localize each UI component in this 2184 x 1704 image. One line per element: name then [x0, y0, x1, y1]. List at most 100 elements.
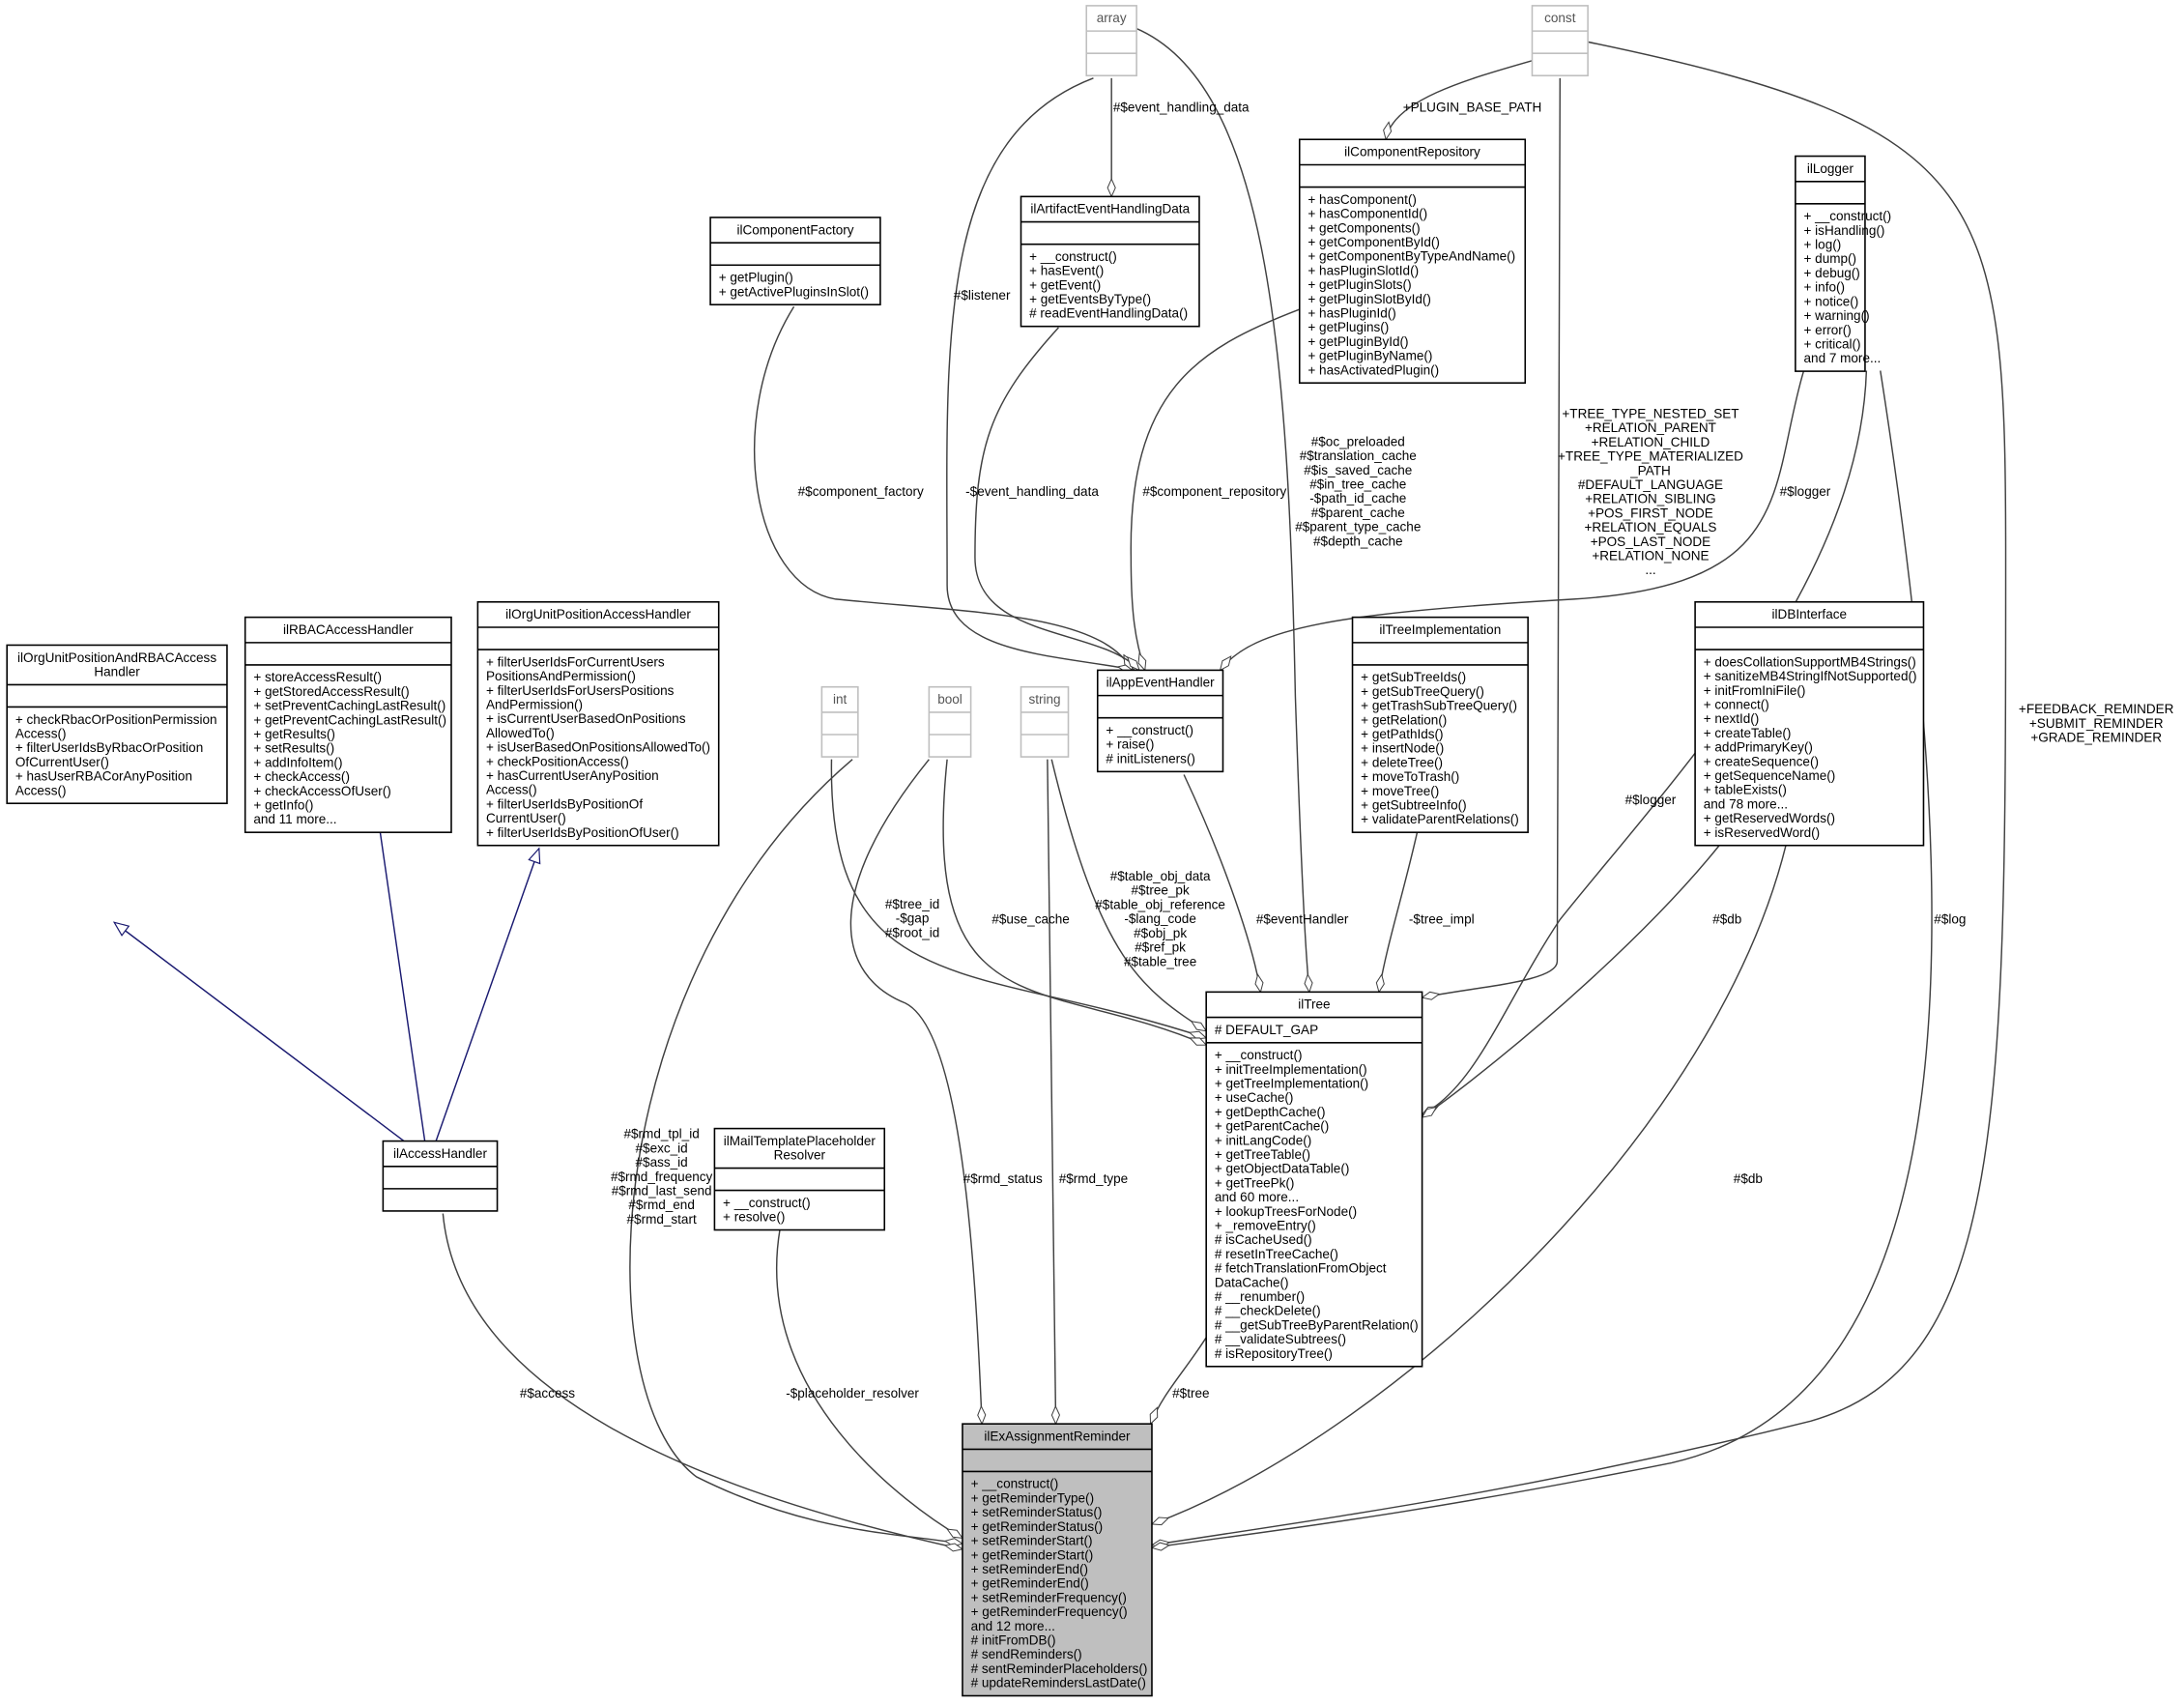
class-method: + setReminderStatus()	[971, 1505, 1103, 1519]
edge-label: +RELATION_EQUALS	[1584, 520, 1716, 534]
class-node-array[interactable]: array	[1085, 5, 1137, 77]
class-box	[1351, 616, 1529, 833]
edge-label: +TREE_TYPE_NESTED_SET	[1562, 407, 1739, 421]
class-node-ilartifacteventhandlingdata[interactable]: ilArtifactEventHandlingData+ __construct…	[1020, 195, 1200, 328]
edge-label: #$logger	[1625, 793, 1677, 807]
class-box	[713, 1127, 886, 1231]
class-node-ilappeventhandler[interactable]: ilAppEventHandler+ __construct()+ raise(…	[1096, 669, 1224, 773]
edge-label: +RELATION_NONE	[1592, 549, 1709, 563]
edges-layer	[114, 27, 2007, 1549]
edge-label: #$in_tree_cache	[1309, 477, 1406, 491]
usage-edge-ilmailtemplateplaceholderresolver-ilexassignmentreminder	[776, 1228, 963, 1538]
class-method: + insertNode()	[1361, 741, 1444, 756]
usage-edge-ilcomponentrepository-ilappeventhandler	[1130, 308, 1301, 670]
edge-label: #$component_repository	[1142, 484, 1286, 499]
class-method: + setReminderFrequency()	[971, 1590, 1127, 1604]
class-method: and 7 more...	[1804, 351, 1882, 365]
class-method: + getPluginSlotById()	[1308, 292, 1431, 306]
class-method: + getPlugin()	[719, 271, 793, 285]
class-method: + getEventsByType()	[1029, 292, 1151, 306]
class-method: + filterUserIdsForUsersPositions	[486, 683, 675, 698]
class-method: OfCurrentUser()	[15, 755, 109, 769]
class-node-ildbinterface[interactable]: ilDBInterface+ doesCollationSupportMB4St…	[1694, 600, 1925, 847]
class-node-illogger[interactable]: ilLogger+ __construct()+ isHandling()+ l…	[1795, 155, 1891, 372]
class-node-ilexassignmentreminder[interactable]: ilExAssignmentReminder+ __construct()+ g…	[962, 1423, 1153, 1697]
usage-edge-int-ilexassignmentreminder	[629, 759, 963, 1544]
class-box	[928, 685, 972, 758]
class-method: + getReminderType()	[971, 1490, 1094, 1505]
class-method: + dump()	[1804, 251, 1857, 266]
class-method: + __construct()	[1215, 1048, 1303, 1062]
usage-edge-bool-iltree	[942, 759, 1206, 1046]
class-method: and 12 more...	[971, 1619, 1055, 1633]
class-method: and 78 more...	[1704, 796, 1788, 811]
class-name: ilTree	[1298, 997, 1330, 1012]
class-method: # initFromDB()	[971, 1632, 1056, 1647]
class-name: ilComponentFactory	[736, 222, 853, 237]
class-node-bool[interactable]: bool	[928, 685, 972, 758]
class-method: + getStoredAccessResult()	[253, 684, 409, 699]
class-method: + getPreventCachingLastResult()	[253, 712, 446, 727]
class-method: + getTreePk()	[1215, 1175, 1295, 1190]
class-box	[1085, 5, 1137, 77]
edge-label: -$placeholder_resolver	[786, 1386, 919, 1401]
class-method: + deleteTree()	[1361, 755, 1443, 769]
edge-label: #$log	[1934, 912, 1966, 927]
edge-label: #$is_saved_cache	[1304, 463, 1412, 477]
class-method: + hasComponent()	[1308, 192, 1416, 207]
class-name: array	[1097, 11, 1127, 25]
edge-label: #$logger	[1780, 484, 1831, 499]
class-node-iltreeimplementation[interactable]: ilTreeImplementation+ getSubTreeIds()+ g…	[1351, 616, 1529, 833]
class-node-int[interactable]: int	[820, 685, 859, 758]
class-node-ilorgunitpositionaccesshandler[interactable]: ilOrgUnitPositionAccessHandler+ filterUs…	[476, 600, 720, 847]
class-box	[1020, 195, 1200, 328]
edge-label: #$table_obj_data	[1110, 869, 1211, 883]
class-method: + __construct()	[1029, 249, 1117, 264]
class-method: + warning()	[1804, 308, 1870, 323]
class-method: + getObjectDataTable()	[1215, 1162, 1350, 1176]
class-method: + getReservedWords()	[1704, 811, 1835, 825]
class-attribute: # DEFAULT_GAP	[1215, 1023, 1318, 1037]
edge-label: -$tree_impl	[1409, 912, 1475, 927]
class-method: + getEvent()	[1029, 277, 1101, 292]
class-node-ilaccesshandler[interactable]: ilAccessHandler	[382, 1140, 499, 1212]
class-name: Resolver	[774, 1148, 826, 1163]
class-method: # resetInTreeCache()	[1215, 1247, 1338, 1261]
class-node-const[interactable]: const	[1531, 5, 1589, 77]
usage-edge-ildbinterface-ilexassignmentreminder	[1152, 806, 1796, 1524]
class-method: + resolve()	[723, 1210, 785, 1225]
usage-edge-const-ilexassignmentreminder	[1152, 41, 2007, 1545]
class-method: + notice()	[1804, 294, 1859, 308]
class-node-ilcomponentfactory[interactable]: ilComponentFactory+ getPlugin()+ getActi…	[709, 217, 881, 305]
class-node-ilrbacaccesshandler[interactable]: ilRBACAccessHandler+ storeAccessResult()…	[244, 616, 452, 833]
edge-label: #$parent_cache	[1311, 505, 1405, 520]
class-method: + filterUserIdsForCurrentUsers	[486, 654, 665, 669]
class-box	[244, 616, 452, 833]
class-name: bool	[937, 692, 963, 707]
inheritance-edge-ilaccesshandler-ilorgunitpositionaccesshandler	[435, 849, 539, 1141]
edge-label: #$table_obj_reference	[1095, 897, 1225, 911]
edge-label: #$rmd_end	[628, 1198, 694, 1212]
edge-label: #$db	[1712, 912, 1741, 927]
class-method: + getTreeTable()	[1215, 1147, 1310, 1162]
class-node-string[interactable]: string	[1020, 685, 1070, 758]
class-node-iltree[interactable]: ilTree# DEFAULT_GAP+ __construct()+ init…	[1205, 991, 1423, 1368]
class-method: + hasUserRBACorAnyPosition	[15, 769, 192, 784]
usage-edge-ilartifacteventhandlingdata-ilappeventhandler	[974, 327, 1139, 671]
inheritance-edge-ilaccesshandler-ilrbacaccesshandler	[375, 794, 426, 1141]
class-method: + log()	[1804, 238, 1842, 252]
class-method: + isHandling()	[1804, 223, 1885, 238]
edge-label: #$ass_id	[636, 1155, 688, 1170]
class-box	[1694, 600, 1925, 847]
class-method: + isReservedWord()	[1704, 825, 1820, 840]
class-method: + hasComponentId()	[1308, 207, 1427, 221]
class-method: + moveToTrash()	[1361, 769, 1459, 784]
class-node-ilcomponentrepository[interactable]: ilComponentRepository+ hasComponent()+ h…	[1298, 138, 1527, 384]
class-method: and 11 more...	[253, 812, 336, 826]
class-method: + raise()	[1106, 737, 1154, 752]
class-method: + getPathIds()	[1361, 727, 1443, 741]
class-method: DataCache()	[1215, 1275, 1289, 1289]
edge-label: #$oc_preloaded	[1311, 434, 1405, 448]
